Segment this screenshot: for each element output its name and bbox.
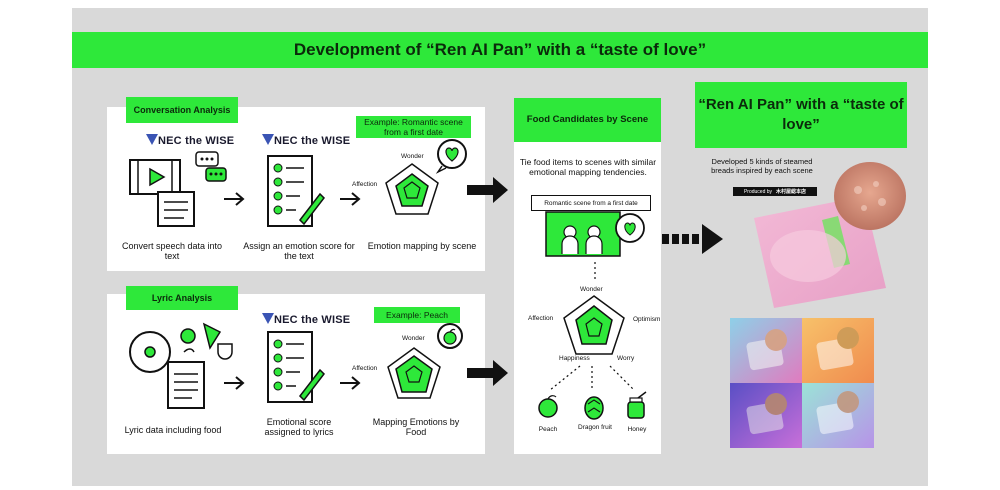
dotted-connectors <box>549 365 635 391</box>
radar-label-worry: Worry <box>617 355 635 362</box>
produced-by-text: Produced by <box>743 188 773 195</box>
peach-icon <box>538 395 558 418</box>
food-description: Tie food items to scenes with similar em… <box>519 157 657 177</box>
caption-lyric-data: Lyric data including food <box>124 425 222 435</box>
arrow-right-icon <box>467 360 508 386</box>
caption-emotion-score: Assign an emotion score for the text <box>243 241 355 261</box>
bread-package-photo <box>754 162 906 308</box>
honey-jar-icon <box>627 391 647 419</box>
lyric-analysis-tag: Lyric Analysis <box>126 286 238 310</box>
date-scene-icon <box>545 211 645 257</box>
speech-video-icon <box>129 151 227 227</box>
arrow-right-icon <box>340 192 361 206</box>
scene-radar-icon <box>563 295 625 355</box>
caption-speech-to-text: Convert speech data into text <box>121 241 223 261</box>
food-radar-icon <box>387 347 441 399</box>
radar-label-wonder: Wonder <box>401 153 424 160</box>
dragon-fruit-icon <box>584 396 604 420</box>
arrow-right-icon <box>224 376 245 390</box>
bread-variants-photo-grid <box>730 318 874 448</box>
radar-label-wonder: Wonder <box>580 286 603 293</box>
food-label-dragon-fruit: Dragon fruit <box>578 424 612 431</box>
checklist-icon <box>267 155 325 227</box>
nec-logo: NEC the WISE <box>146 134 234 147</box>
radar-label-affection: Affection <box>352 365 378 372</box>
heart-bubble-icon <box>435 139 467 174</box>
nec-triangle-icon <box>262 313 274 324</box>
food-candidates-panel <box>514 98 661 454</box>
caption-lyric-score: Emotional score assigned to lyrics <box>264 417 334 437</box>
food-label-peach: Peach <box>538 426 558 433</box>
emotion-radar-icon <box>385 163 439 215</box>
peach-bubble-icon <box>437 323 463 349</box>
radar-label-affection: Affection <box>528 315 554 322</box>
nec-triangle-icon <box>146 134 158 145</box>
nec-logo: NEC the WISE <box>262 313 350 326</box>
result-caption: Developed 5 kinds of steamed breads insp… <box>711 157 813 175</box>
radar-label-affection: Affection <box>352 181 378 188</box>
lyric-data-icon <box>129 322 233 409</box>
radar-label-optimism: Optimism <box>633 316 661 323</box>
food-candidates-tag: Food Candidates by Scene <box>514 98 661 142</box>
maker-label: Produced by 木村屋総本店 <box>733 187 817 196</box>
caption-emotion-mapping: Emotion mapping by scene <box>367 241 477 251</box>
result-title: “Ren AI Pan” with a “taste of love” <box>695 82 907 148</box>
scene-label: Romantic scene from a first date <box>531 195 651 211</box>
arrow-right-icon <box>467 177 508 203</box>
maker-name: 木村屋総本店 <box>776 189 807 195</box>
radar-label-happiness: Happiness <box>559 355 590 362</box>
dashed-arrow-right-icon <box>662 224 723 254</box>
arrow-right-icon <box>224 192 245 206</box>
checklist-icon <box>267 331 325 403</box>
nec-logo: NEC the WISE <box>262 134 350 147</box>
caption-food-mapping: Mapping Emotions by Food <box>372 417 460 437</box>
arrow-right-icon <box>340 376 361 390</box>
food-label-honey: Honey <box>627 426 647 433</box>
conversation-analysis-tag: Conversation Analysis <box>126 97 238 123</box>
radar-label-wonder: Wonder <box>402 335 425 342</box>
nec-triangle-icon <box>262 134 274 145</box>
lyric-example-tag: Example: Peach <box>374 307 460 323</box>
conversation-example-tag: Example: Romantic scene from a first dat… <box>356 116 471 138</box>
dotted-connector <box>594 262 596 280</box>
diagram-title: Development of “Ren AI Pan” with a “tast… <box>72 32 928 68</box>
